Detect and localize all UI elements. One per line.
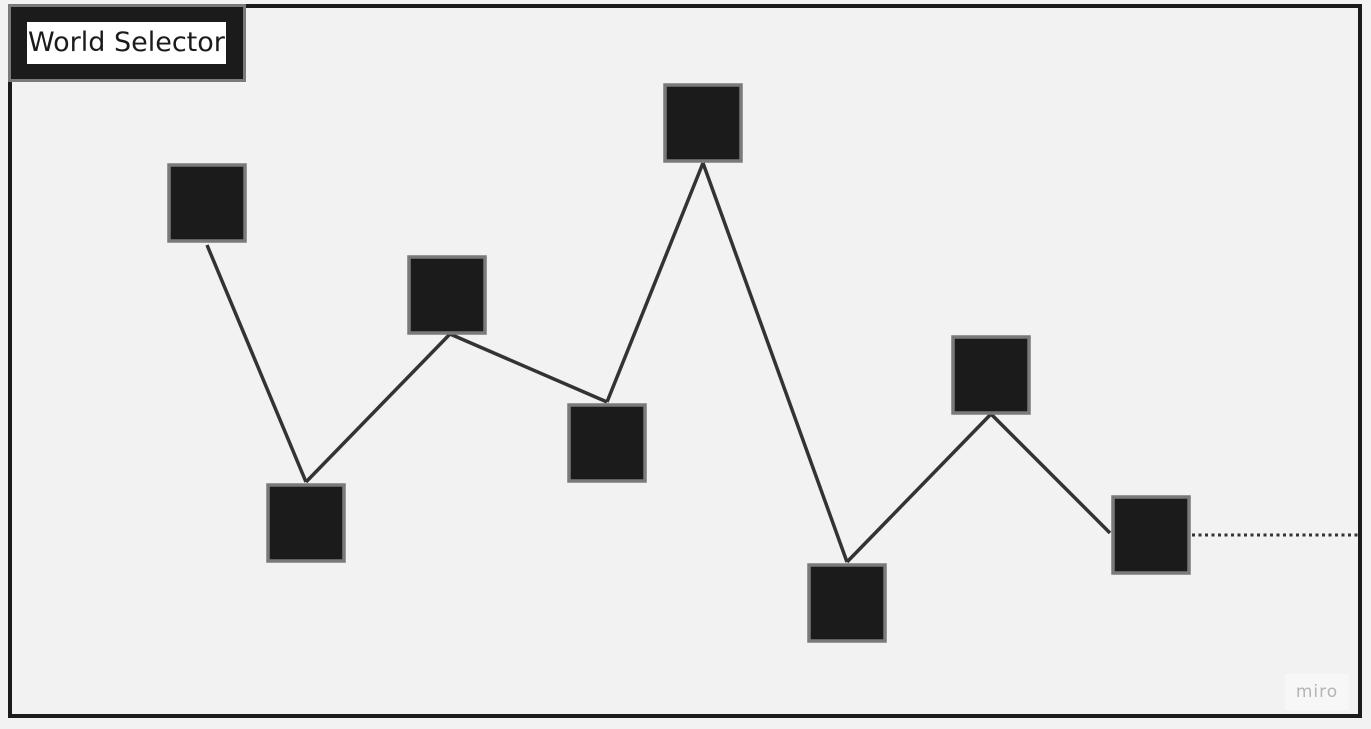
path-edges (205, 162, 1360, 564)
path-edge (989, 412, 1112, 535)
path-edge (449, 332, 608, 404)
world-node-7[interactable] (951, 335, 1031, 415)
world-node-4[interactable] (567, 403, 647, 483)
path-edge (205, 244, 308, 483)
world-node-3[interactable] (407, 255, 487, 335)
path-edge (845, 412, 993, 564)
world-node-1[interactable] (167, 163, 247, 243)
world-node-5[interactable] (663, 83, 743, 163)
world-nodes[interactable] (167, 83, 1191, 643)
page-title: World Selector (27, 22, 226, 64)
path-edge (605, 162, 705, 403)
path-edge (304, 332, 452, 484)
world-node-6[interactable] (807, 563, 887, 643)
miro-watermark: miro (1285, 674, 1349, 710)
world-node-2[interactable] (266, 483, 346, 563)
world-node-8[interactable] (1111, 495, 1191, 575)
path-edge (701, 162, 849, 563)
